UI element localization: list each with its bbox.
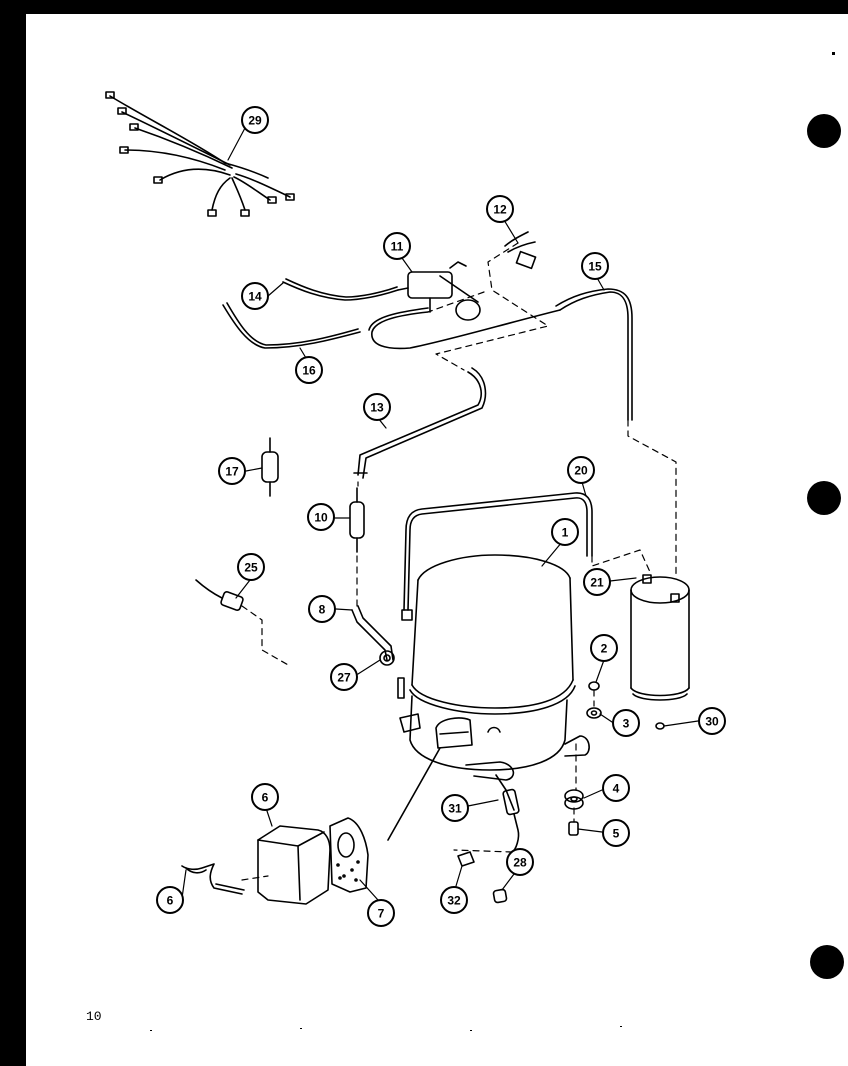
- callout-6-clip[interactable]: 6: [156, 886, 184, 914]
- callout-10[interactable]: 10: [307, 503, 335, 531]
- svg-text:1: 1: [562, 526, 569, 540]
- svg-text:15: 15: [588, 260, 602, 274]
- tube-15-drawing: [555, 288, 633, 421]
- callout-3[interactable]: 3: [612, 709, 640, 737]
- callout-15[interactable]: 15: [581, 252, 609, 280]
- valve-outlet-tube-drawing: [368, 307, 561, 350]
- callout-27[interactable]: 27: [330, 663, 358, 691]
- svg-text:27: 27: [337, 671, 351, 685]
- svg-text:14: 14: [248, 290, 262, 304]
- callout-4[interactable]: 4: [602, 774, 630, 802]
- callout-leaders: [181, 127, 699, 901]
- binder-hole-bottom: [810, 945, 844, 979]
- svg-text:32: 32: [447, 894, 461, 908]
- callout-25[interactable]: 25: [237, 553, 265, 581]
- svg-text:29: 29: [248, 114, 262, 128]
- gasket-drawing: [329, 817, 369, 893]
- tube-14-drawing: [282, 278, 399, 301]
- cap-28-drawing: [492, 888, 508, 904]
- svg-text:17: 17: [225, 465, 239, 479]
- paper-sheet: [26, 14, 848, 1066]
- svg-text:6: 6: [262, 791, 269, 805]
- svg-text:16: 16: [302, 364, 316, 378]
- callout-5[interactable]: 5: [602, 819, 630, 847]
- callout-30[interactable]: 30: [698, 707, 726, 735]
- svg-text:5: 5: [613, 827, 620, 841]
- scan-specks: [150, 52, 835, 1031]
- callout-14[interactable]: 14: [241, 282, 269, 310]
- compressor-drawing: [397, 554, 590, 781]
- callout-20[interactable]: 20: [567, 456, 595, 484]
- callout-31[interactable]: 31: [441, 794, 469, 822]
- clip-drawing: [181, 863, 245, 895]
- fitting-27-drawing: [379, 650, 395, 666]
- svg-text:11: 11: [391, 240, 404, 254]
- binder-hole-middle: [807, 481, 841, 515]
- tube-13-drawing: [353, 367, 487, 479]
- drier-10-drawing: [349, 487, 365, 553]
- connector-drawing: [195, 579, 244, 611]
- washer-3-drawing: [586, 707, 602, 719]
- page-number: 10: [86, 1009, 102, 1024]
- binder-hole-top: [807, 114, 841, 148]
- svg-text:13: 13: [370, 401, 384, 415]
- accumulator-drawing: [630, 574, 690, 701]
- callout-32[interactable]: 32: [440, 886, 468, 914]
- valve-drawing: [397, 261, 481, 321]
- svg-text:8: 8: [319, 603, 326, 617]
- callout-17[interactable]: 17: [218, 457, 246, 485]
- assembly-dashed-lines: [241, 242, 677, 881]
- nut-32-drawing: [457, 851, 475, 867]
- callout-16[interactable]: 16: [295, 356, 323, 384]
- svg-text:30: 30: [705, 715, 719, 729]
- svg-text:31: 31: [448, 802, 462, 816]
- callout-28[interactable]: 28: [506, 848, 534, 876]
- tube-16-drawing: [222, 302, 361, 349]
- svg-text:21: 21: [590, 576, 604, 590]
- wire-harness-drawing: [105, 91, 295, 217]
- svg-text:10: 10: [314, 511, 328, 525]
- drier-17-drawing: [261, 437, 279, 497]
- callout-2[interactable]: 2: [590, 634, 618, 662]
- svg-text:2: 2: [601, 642, 608, 656]
- svg-text:6: 6: [167, 894, 174, 908]
- callouts: 29 12 11 15 14 16 13 17 10 20 1 25 21 8 …: [156, 106, 726, 927]
- callout-29[interactable]: 29: [241, 106, 269, 134]
- svg-text:25: 25: [244, 561, 258, 575]
- callout-13[interactable]: 13: [363, 393, 391, 421]
- svg-text:3: 3: [623, 717, 630, 731]
- solenoid-coil-drawing: [504, 231, 537, 270]
- svg-text:12: 12: [493, 203, 507, 217]
- callout-8[interactable]: 8: [308, 595, 336, 623]
- svg-text:20: 20: [574, 464, 588, 478]
- callout-21[interactable]: 21: [583, 568, 611, 596]
- grommet-4-drawing: [564, 789, 584, 810]
- callout-1[interactable]: 1: [551, 518, 579, 546]
- leader-terminal-box: [387, 747, 441, 841]
- tube-20-drawing: [401, 492, 593, 621]
- callout-6-cover[interactable]: 6: [251, 783, 279, 811]
- callout-11[interactable]: 11: [383, 232, 411, 260]
- callout-12[interactable]: 12: [486, 195, 514, 223]
- svg-text:7: 7: [378, 907, 385, 921]
- svg-text:28: 28: [513, 856, 527, 870]
- terminal-cover-drawing: [257, 825, 331, 905]
- svg-text:4: 4: [613, 782, 620, 796]
- callout-7[interactable]: 7: [367, 899, 395, 927]
